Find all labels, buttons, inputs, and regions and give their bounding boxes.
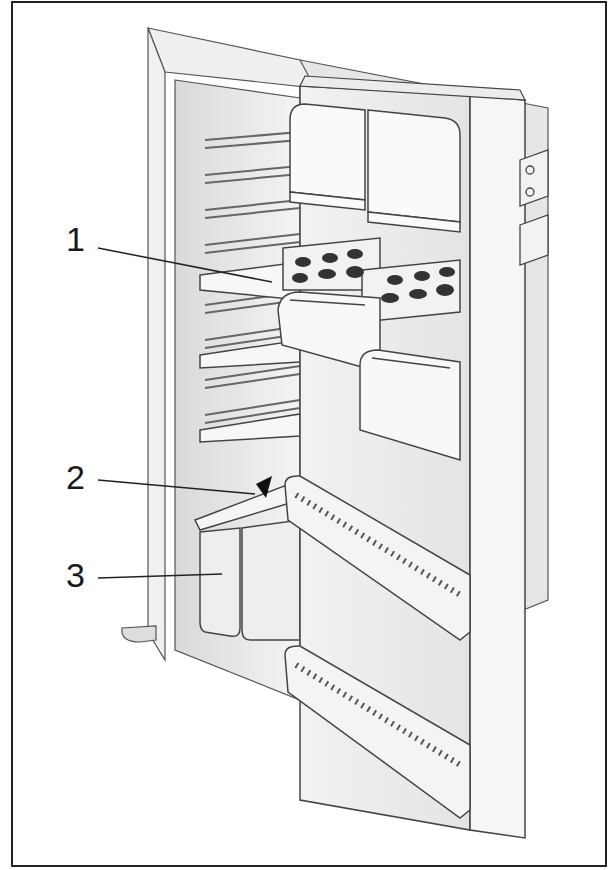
door-top — [300, 76, 525, 100]
crisper-drawers — [200, 520, 300, 640]
image-frame — [12, 2, 606, 866]
butter-compartments — [290, 104, 460, 232]
door-frame — [470, 95, 525, 838]
arrow-head — [256, 476, 272, 498]
cabinet-top — [148, 28, 315, 88]
callout-number: 1 — [66, 222, 85, 256]
fridge-foot — [122, 626, 156, 642]
door-bins — [285, 476, 470, 818]
inner-cavity — [175, 80, 300, 700]
door-hinges — [520, 150, 548, 265]
cabinet-edge — [148, 28, 165, 660]
callout-number: 2 — [66, 460, 85, 494]
leader-lines — [98, 248, 272, 578]
callout-number: 3 — [66, 558, 85, 592]
door-baskets — [278, 292, 460, 460]
